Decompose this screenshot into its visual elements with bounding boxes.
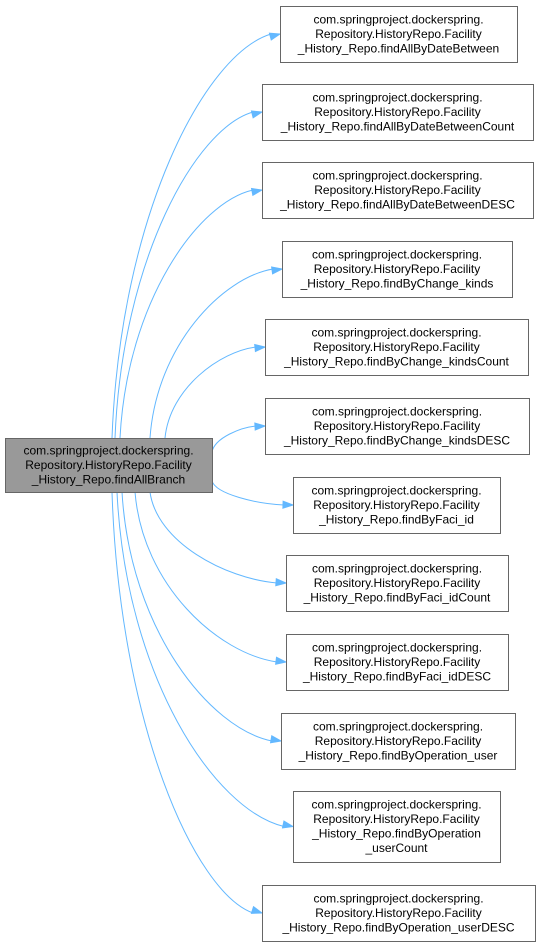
root-node-findAllBranch-box [5, 438, 213, 493]
target-node-9-line-2: Repository.HistoryRepo.Facility [314, 655, 481, 669]
target-node-5-line-3: _History_Repo.findByChange_kindsCount [283, 354, 509, 368]
target-node-12-box [262, 885, 536, 942]
target-node-10-line-1: com.springproject.dockerspring. [313, 719, 483, 733]
target-node-11-line-3: _History_Repo.findByOperation [311, 827, 481, 841]
edge-11-arrowhead [281, 820, 295, 829]
root-node-findAllBranch-line-2: Repository.HistoryRepo.Facility [25, 458, 192, 472]
target-node-4-box [282, 241, 513, 298]
target-node-10-line-2: Repository.HistoryRepo.Facility [315, 734, 482, 748]
target-node-6-box [265, 398, 530, 455]
target-node-5[interactable]: com.springproject.dockerspring.Repositor… [265, 319, 529, 376]
target-node-12-line-1: com.springproject.dockerspring. [313, 891, 483, 905]
target-node-12-line-3: _History_Repo.findByOperation_userDESC [281, 920, 514, 934]
target-node-5-line-1: com.springproject.dockerspring. [311, 325, 481, 339]
target-node-11-line-1: com.springproject.dockerspring. [311, 798, 481, 812]
target-node-3-line-3: _History_Repo.findAllByDateBetweenDESC [279, 197, 515, 211]
target-node-1-line-2: Repository.HistoryRepo.Facility [315, 27, 482, 41]
edge-2-arrowhead [250, 110, 264, 119]
edge-1 [111, 33, 272, 439]
target-node-7-line-1: com.springproject.dockerspring. [311, 483, 481, 497]
edge-9-arrowhead [275, 656, 288, 665]
edge-3 [119, 189, 254, 439]
target-node-8-line-3: _History_Repo.findByFaci_idCount [303, 590, 491, 604]
edge-10 [121, 491, 273, 742]
edge-6-arrowhead [254, 422, 267, 431]
target-node-11-box [293, 791, 501, 863]
target-node-9-line-1: com.springproject.dockerspring. [312, 640, 482, 654]
edge-10-arrowhead [269, 735, 283, 744]
target-node-6-line-2: Repository.HistoryRepo.Facility [314, 419, 481, 433]
target-node-4-line-1: com.springproject.dockerspring. [312, 247, 482, 261]
target-node-8-line-1: com.springproject.dockerspring. [312, 561, 482, 575]
edge-5 [164, 346, 257, 439]
target-node-3-box [262, 162, 534, 219]
target-node-11[interactable]: com.springproject.dockerspring.Repositor… [293, 791, 501, 863]
target-node-5-line-2: Repository.HistoryRepo.Facility [313, 340, 480, 354]
root-node-findAllBranch[interactable]: com.springproject.dockerspring.Repositor… [5, 438, 213, 493]
target-node-2-line-3: _History_Repo.findAllByDateBetweenCount [280, 119, 515, 133]
target-node-10[interactable]: com.springproject.dockerspring.Repositor… [281, 713, 516, 770]
target-node-10-line-3: _History_Repo.findByOperation_user [298, 748, 498, 762]
edge-2 [114, 111, 254, 439]
target-node-10-box [281, 713, 516, 770]
target-node-4-line-3: _History_Repo.findByChange_kinds [300, 276, 494, 290]
target-node-3-line-1: com.springproject.dockerspring. [312, 168, 482, 182]
target-node-7-line-2: Repository.HistoryRepo.Facility [313, 498, 480, 512]
edge-9 [134, 491, 278, 663]
target-node-2-line-2: Repository.HistoryRepo.Facility [314, 105, 481, 119]
edge-4-arrowhead [271, 266, 284, 275]
edge-5-arrowhead [254, 343, 267, 353]
target-node-7-line-3: _History_Repo.findByFaci_id [318, 512, 474, 526]
edge-7-arrowhead [282, 500, 295, 509]
edge-4 [149, 268, 274, 439]
target-node-2[interactable]: com.springproject.dockerspring.Repositor… [262, 84, 534, 141]
target-node-5-box [265, 319, 529, 376]
target-node-1-line-3: _History_Repo.findAllByDateBetween [297, 41, 499, 55]
root-node-findAllBranch-line-1: com.springproject.dockerspring. [23, 443, 193, 457]
target-node-6-line-1: com.springproject.dockerspring. [312, 404, 482, 418]
target-node-3-line-2: Repository.HistoryRepo.Facility [314, 183, 481, 197]
target-node-8-line-2: Repository.HistoryRepo.Facility [314, 576, 481, 590]
target-node-3[interactable]: com.springproject.dockerspring.Repositor… [262, 162, 534, 219]
target-node-2-box [262, 84, 534, 141]
target-node-11-line-4: _userCount [364, 841, 428, 855]
target-node-7-box [293, 477, 501, 534]
target-node-6[interactable]: com.springproject.dockerspring.Repositor… [265, 398, 530, 455]
target-node-8-box [286, 555, 509, 612]
edge-8-arrowhead [275, 578, 288, 587]
edge-12 [111, 491, 254, 914]
edge-8 [149, 491, 278, 584]
target-node-12[interactable]: com.springproject.dockerspring.Repositor… [262, 885, 536, 942]
target-node-11-line-2: Repository.HistoryRepo.Facility [313, 812, 480, 826]
target-node-12-line-2: Repository.HistoryRepo.Facility [315, 906, 482, 920]
target-node-6-line-3: _History_Repo.findByChange_kindsDESC [283, 433, 510, 447]
target-node-9-box [286, 634, 509, 691]
target-node-1[interactable]: com.springproject.dockerspring.Repositor… [280, 6, 518, 63]
edge-12-arrowhead [250, 905, 264, 914]
target-node-1-box [280, 6, 518, 63]
target-node-8[interactable]: com.springproject.dockerspring.Repositor… [286, 555, 509, 612]
edge-7 [211, 480, 285, 506]
target-node-2-line-1: com.springproject.dockerspring. [312, 90, 482, 104]
target-node-9[interactable]: com.springproject.dockerspring.Repositor… [286, 634, 509, 691]
call-edges [111, 32, 295, 914]
target-node-4[interactable]: com.springproject.dockerspring.Repositor… [282, 241, 513, 298]
target-node-1-line-1: com.springproject.dockerspring. [313, 12, 483, 26]
target-node-9-line-3: _History_Repo.findByFaci_idDESC [302, 669, 491, 683]
edge-3-arrowhead [250, 187, 264, 197]
target-node-7[interactable]: com.springproject.dockerspring.Repositor… [293, 477, 501, 534]
edge-6 [211, 425, 257, 453]
edge-11 [116, 491, 285, 827]
edge-1-arrowhead [268, 32, 282, 41]
root-node-findAllBranch-line-3: _History_Repo.findAllBranch [31, 472, 185, 486]
target-node-4-line-2: Repository.HistoryRepo.Facility [314, 262, 481, 276]
graph-nodes: com.springproject.dockerspring.Repositor… [5, 6, 536, 942]
